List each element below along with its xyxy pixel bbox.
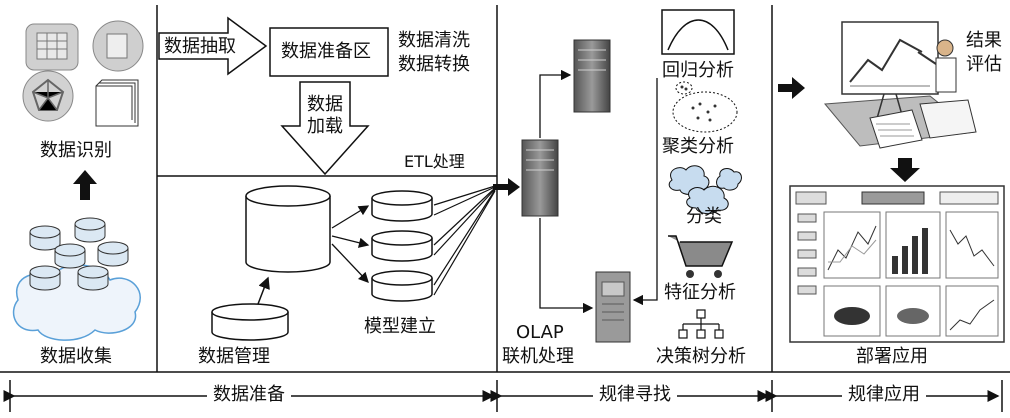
model-cylinders	[371, 190, 433, 302]
phase-prepare-label: 数据准备	[207, 384, 291, 406]
load-label-2: 加载	[307, 116, 343, 137]
cluster-icon	[672, 81, 738, 133]
olap-server-main	[521, 139, 559, 217]
identify-label: 数据识别	[40, 140, 112, 161]
warehouse-cylinder	[245, 185, 331, 273]
load-arrow	[280, 81, 370, 176]
extract-arrow	[158, 16, 268, 76]
manage-to-warehouse-arrow	[257, 276, 270, 305]
olap-branch-arrows	[539, 69, 658, 314]
evaluation-illustration	[823, 21, 977, 149]
eval-label-1: 结果	[966, 30, 1002, 51]
regression-label: 回归分析	[662, 60, 734, 81]
regression-icon	[661, 9, 735, 55]
network-icon	[22, 70, 74, 122]
classification-clouds-icon	[668, 165, 742, 215]
into-deploy-arrow	[778, 77, 805, 99]
classification-label: 分类	[686, 206, 722, 227]
warehouse-to-model-arrows	[331, 205, 370, 283]
dashboard-screenshot	[789, 185, 1005, 343]
olap-server-bottom	[595, 271, 631, 343]
decision-tree-icon	[678, 309, 724, 339]
management-cylinder	[211, 303, 289, 341]
staging-label: 数据准备区	[281, 41, 371, 62]
into-olap-arrow	[493, 178, 520, 196]
olap-server-top	[573, 39, 611, 113]
etl-label: ETL处理	[404, 152, 465, 171]
extract-label: 数据抽取	[164, 36, 236, 57]
phase-discover-label: 规律寻找	[593, 384, 677, 406]
pages-icon	[95, 79, 139, 127]
staging-box	[269, 27, 389, 77]
model-label: 模型建立	[364, 316, 436, 337]
transform-label: 数据转换	[398, 54, 470, 75]
clustering-label: 聚类分析	[662, 136, 734, 157]
clean-label: 数据清洗	[398, 30, 470, 51]
deploy-label: 部署应用	[856, 346, 928, 367]
decision-tree-label: 决策树分析	[656, 346, 746, 367]
feature-label: 特征分析	[664, 282, 736, 303]
eval-label-2: 评估	[966, 54, 1002, 75]
up-arrow	[73, 170, 97, 200]
model-to-olap-lines	[433, 185, 496, 296]
collect-label: 数据收集	[40, 346, 112, 367]
document-round-icon	[92, 20, 144, 72]
olap-label: OLAP	[516, 322, 564, 343]
cart-icon	[668, 235, 734, 278]
data-cylinders	[29, 217, 129, 291]
load-label-1: 数据	[307, 94, 343, 115]
down-arrow	[890, 158, 920, 182]
phase-apply-label: 规律应用	[842, 384, 926, 406]
grid-icon	[25, 23, 79, 71]
olap-sub-label: 联机处理	[502, 346, 574, 367]
manage-label: 数据管理	[198, 346, 270, 367]
